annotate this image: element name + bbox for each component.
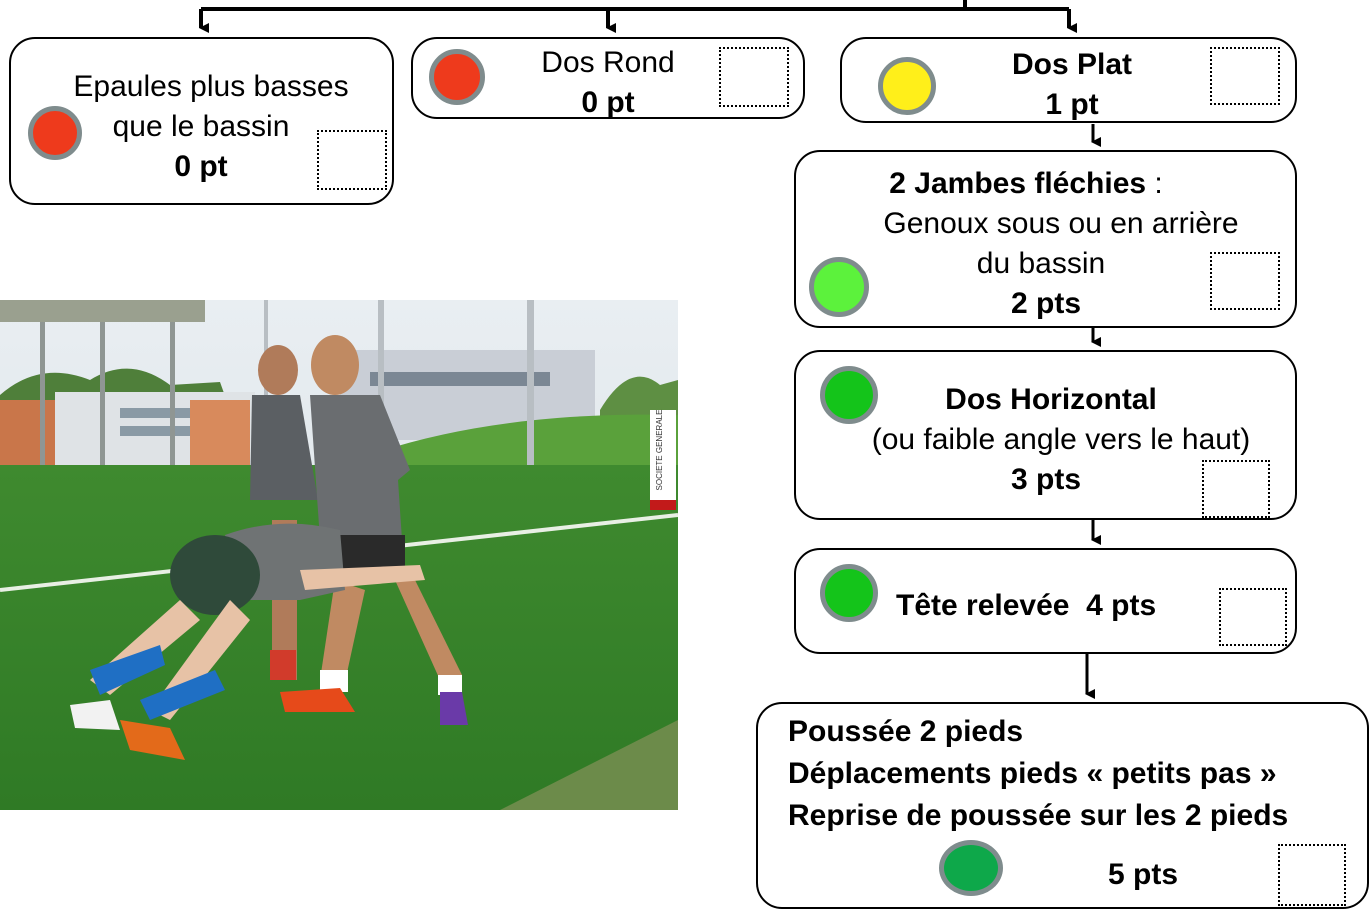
green-indicator-icon bbox=[820, 366, 878, 424]
horizontal-back-title: Dos Horizontal bbox=[945, 383, 1157, 416]
shoulders-low-line1: Epaules plus basses bbox=[73, 70, 349, 103]
box-horizontal-back: Dos Horizontal (ou faible angle vers le … bbox=[794, 350, 1297, 520]
red-indicator-icon bbox=[429, 49, 485, 105]
push-line3: Reprise de poussée sur les 2 pieds bbox=[788, 799, 1289, 832]
checkbox-horizontal-back[interactable] bbox=[1202, 460, 1270, 518]
yellow-indicator-icon bbox=[878, 57, 936, 115]
light-green-indicator-icon bbox=[809, 257, 869, 317]
shoulders-low-points: 0 pt bbox=[174, 150, 228, 183]
push-line2: Déplacements pieds « petits pas » bbox=[788, 757, 1277, 790]
round-back-title: Dos Rond bbox=[541, 46, 675, 79]
push-points: 5 pts bbox=[1107, 858, 1179, 891]
box-round-back: Dos Rond 0 pt bbox=[411, 37, 805, 119]
flat-back-points: 1 pt bbox=[1045, 88, 1099, 121]
box-flat-back: Dos Plat 1 pt bbox=[840, 37, 1297, 123]
head-up-points: 4 pts bbox=[1086, 589, 1157, 622]
checkbox-bent-legs[interactable] bbox=[1210, 252, 1280, 310]
head-up-title: Tête relevée bbox=[896, 589, 1070, 622]
bent-legs-title: 2 Jambes fléchies bbox=[889, 167, 1147, 200]
horizontal-back-points: 3 pts bbox=[1010, 463, 1082, 496]
box-push: Poussée 2 pieds Déplacements pieds « pet… bbox=[756, 702, 1369, 909]
bent-legs-line3: du bassin bbox=[976, 247, 1106, 280]
green-indicator-icon bbox=[820, 564, 878, 622]
round-back-points: 0 pt bbox=[581, 86, 635, 119]
horizontal-back-line2: (ou faible angle vers le haut) bbox=[871, 423, 1251, 456]
rugby-training-photo: SOCIETE GENERALE bbox=[0, 300, 678, 810]
checkbox-push[interactable] bbox=[1278, 844, 1346, 906]
flat-back-title: Dos Plat bbox=[1011, 48, 1133, 81]
dark-green-indicator-icon bbox=[939, 840, 1003, 896]
bent-legs-colon: : bbox=[1146, 167, 1163, 200]
red-indicator-icon bbox=[28, 106, 82, 160]
checkbox-flat-back[interactable] bbox=[1210, 47, 1280, 105]
box-head-up: Tête relevée 4 pts bbox=[794, 548, 1297, 654]
checkbox-head-up[interactable] bbox=[1219, 588, 1287, 646]
bent-legs-line1: 2 Jambes fléchies : bbox=[836, 164, 1216, 204]
sign-text: SOCIETE GENERALE bbox=[655, 410, 664, 491]
bent-legs-points: 2 pts bbox=[1010, 287, 1082, 320]
shoulders-low-line2: que le bassin bbox=[112, 110, 290, 143]
push-line1: Poussée 2 pieds bbox=[788, 715, 1024, 748]
bent-legs-line2: Genoux sous ou en arrière bbox=[883, 207, 1239, 240]
box-shoulders-low: Epaules plus basses que le bassin 0 pt bbox=[9, 37, 394, 205]
head-up-label: Tête relevée 4 pts bbox=[896, 586, 1206, 626]
box-bent-legs: 2 Jambes fléchies : Genoux sous ou en ar… bbox=[794, 150, 1297, 328]
checkbox-shoulders-low[interactable] bbox=[317, 130, 387, 190]
photo-illustration: SOCIETE GENERALE bbox=[0, 300, 678, 810]
checkbox-round-back[interactable] bbox=[719, 47, 789, 107]
